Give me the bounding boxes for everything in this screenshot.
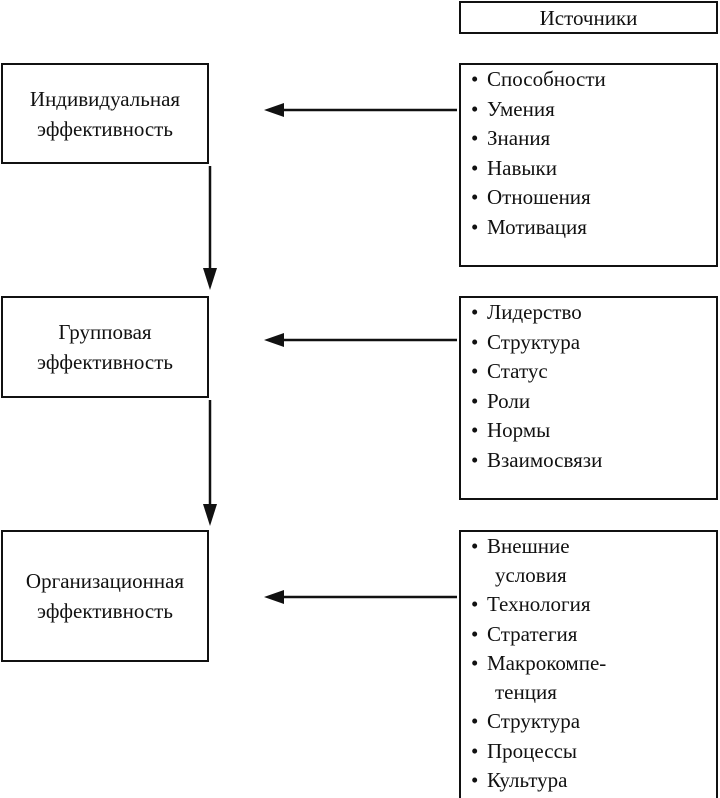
source-item: Структура — [461, 328, 716, 358]
source-item-line1: Внешние — [487, 534, 570, 558]
group-effectiveness-box: Групповая эффективность — [1, 296, 209, 398]
group-effectiveness-line2: эффективность — [37, 350, 173, 374]
sources-header-box: Источники — [459, 1, 718, 34]
source-item: Способности — [461, 65, 716, 95]
individual-effectiveness-line2: эффективность — [37, 116, 173, 141]
individual-effectiveness-box: Индивидуальная эффективность — [1, 63, 209, 164]
group-effectiveness-line1: Групповая — [58, 320, 152, 344]
arrow-individual-to-group — [203, 166, 217, 290]
source-item: Нормы — [461, 416, 716, 446]
organizational-sources-list: Внешние условия Технология Стратегия Мак… — [461, 532, 716, 796]
source-item: Процессы — [461, 737, 716, 767]
sources-header-label: Источники — [539, 5, 638, 30]
source-item: Статус — [461, 357, 716, 387]
arrow-group-to-organizational — [203, 400, 217, 526]
source-item: Отношения — [461, 183, 716, 213]
organizational-effectiveness-box: Организационная эффективность — [1, 530, 209, 662]
source-item: Умения — [461, 95, 716, 125]
group-sources-list: Лидерство Структура Статус Роли Нормы Вз… — [461, 298, 716, 475]
individual-sources-box: Способности Умения Знания Навыки Отношен… — [459, 63, 718, 267]
source-item: Технология — [461, 590, 716, 620]
source-item: Роли — [461, 387, 716, 417]
arrow-group-sources — [264, 333, 457, 347]
source-item: Культура — [461, 766, 716, 796]
source-item: Стратегия — [461, 620, 716, 650]
individual-effectiveness-line1: Индивидуальная — [29, 86, 181, 111]
individual-sources-list: Способности Умения Знания Навыки Отношен… — [461, 65, 716, 242]
source-item: Взаимосвязи — [461, 446, 716, 476]
organizational-effectiveness-line1: Организационная — [25, 569, 185, 593]
organizational-sources-box: Внешние условия Технология Стратегия Мак… — [459, 530, 718, 798]
source-item-line2: условия — [495, 563, 567, 587]
source-item: Макрокомпе- тенция — [461, 649, 716, 707]
source-item: Лидерство — [461, 298, 716, 328]
arrow-organizational-sources — [264, 590, 457, 604]
source-item-line2: тенция — [495, 680, 557, 704]
source-item: Навыки — [461, 154, 716, 184]
organizational-effectiveness-line2: эффективность — [37, 599, 173, 623]
source-item: Знания — [461, 124, 716, 154]
source-item: Внешние условия — [461, 532, 716, 590]
source-item: Мотивация — [461, 213, 716, 243]
source-item-line1: Макрокомпе- — [487, 651, 607, 675]
group-sources-box: Лидерство Структура Статус Роли Нормы Вз… — [459, 296, 718, 500]
arrow-individual-sources — [264, 103, 457, 117]
source-item: Структура — [461, 707, 716, 737]
